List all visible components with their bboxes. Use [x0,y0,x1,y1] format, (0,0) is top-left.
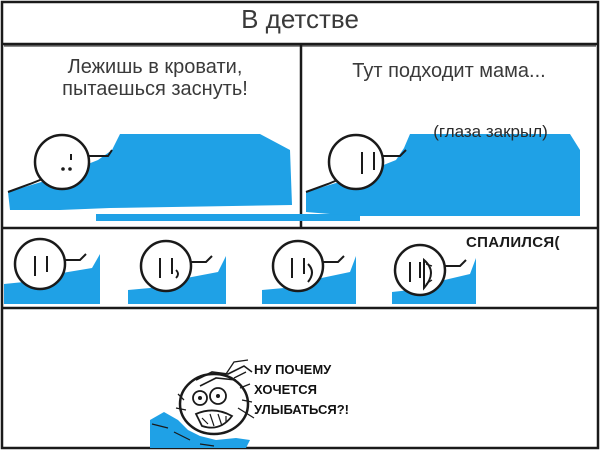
panel-3-caption: СПАЛИЛСЯ( [466,234,560,251]
face-2 [128,239,226,304]
panel-2-caption: Тут подходит мама... [352,60,546,82]
comic-title: В детстве [241,4,359,34]
face-1 [4,237,100,304]
face-4 [392,243,476,304]
panel-1-caption: Лежишь в кровати, пытаешься заснуть! [62,56,248,100]
face-3 [262,239,356,304]
panel-4-rage-face [150,359,255,448]
panel-2-eyes-closed-scene [305,133,580,216]
panel-1-bed-scene [7,133,360,221]
panel-2-note: (глаза закрыл) [433,122,548,141]
panel-3-smile-sequence [4,237,476,304]
panel-4-caption: НУ ПОЧЕМУ ХОЧЕТСЯ УЛЫБАТЬСЯ?! [254,362,349,417]
